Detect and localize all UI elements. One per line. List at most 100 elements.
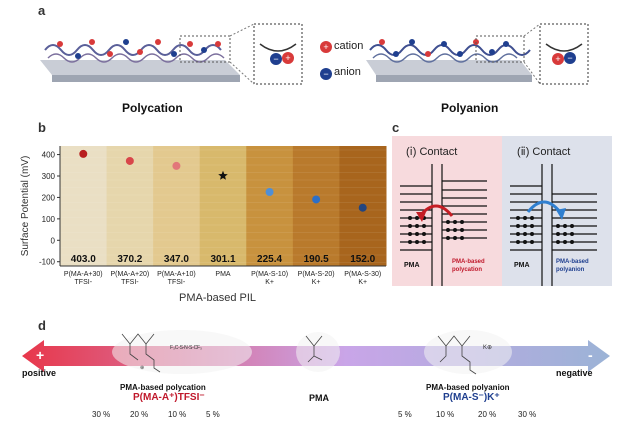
contact-band-diagram	[392, 136, 612, 286]
percent-left-4: 5 %	[206, 410, 220, 419]
chart-value-label-6: 190.5	[304, 254, 329, 265]
svg-text:+: +	[555, 54, 560, 64]
negative-label: negative	[556, 368, 593, 378]
contact-ii-polyanion-label: PMA-based polyanion	[556, 259, 589, 273]
chart-category-label-5: K+	[265, 279, 274, 286]
percent-right-2: 10 %	[436, 410, 455, 419]
polycation-chain-2	[47, 53, 225, 63]
pma-structure-bubble	[296, 332, 340, 372]
chart-category-label-4: PMA	[215, 271, 231, 278]
polyanion-callout-box	[475, 35, 525, 63]
svg-text:−: −	[323, 69, 328, 79]
polyanion-bottom-caption: PMA-based polyanion	[426, 383, 510, 392]
chart-column-6	[292, 146, 340, 266]
chart-y-tick-label: 0	[51, 236, 56, 245]
polycation-ions	[57, 39, 221, 59]
polycation-caption: Polycation	[122, 101, 183, 115]
panel-b-letter: b	[38, 120, 46, 135]
chart-x-axis-label: PMA-based PIL	[179, 292, 257, 304]
polyanion-structure-bubble	[424, 330, 512, 374]
panel-d-letter: d	[38, 318, 46, 333]
legend-cation-label: cation	[334, 40, 364, 52]
percent-left-3: 10 %	[168, 410, 187, 419]
panel-a-illustration: − + + − + −	[40, 23, 589, 85]
contact-ii-title: (ⅱ) Contact	[517, 146, 571, 158]
chart-category-label-1: P(MA-A+30)	[64, 271, 103, 278]
polycation-substrate-edge	[52, 75, 240, 82]
chart-column-2	[106, 146, 154, 266]
chart-y-tick-label: 200	[42, 193, 56, 202]
chart-category-label-6: K+	[312, 279, 321, 286]
chart-column-5	[246, 146, 294, 266]
chart-value-label-3: 347.0	[164, 254, 189, 265]
zoom-cation-icon	[282, 52, 294, 64]
svg-text:+: +	[285, 53, 290, 63]
polyanion-ions	[379, 39, 509, 57]
chart-column-1	[60, 146, 108, 266]
svg-text:−: −	[567, 53, 572, 63]
svg-text:−: −	[273, 54, 278, 64]
chart-point-6	[312, 195, 321, 204]
charge-scale-arrow: + -	[22, 330, 610, 375]
polyanion-caption: Polyanion	[441, 101, 499, 115]
chart-category-label-7: K+	[358, 279, 367, 286]
percent-right-4: 30 %	[518, 410, 537, 419]
legend-cation-icon	[320, 41, 332, 53]
chart-point-5	[265, 187, 274, 196]
chart-column-4	[199, 146, 247, 266]
chart-y-tick-label: 400	[42, 151, 56, 160]
polycation-structure-icon	[121, 333, 161, 373]
chart-category-label-2: TFSI-	[121, 279, 139, 286]
chart-value-label-7: 152.0	[350, 254, 375, 265]
polyanion-structure-icon	[437, 335, 477, 375]
contact-ii-pma-label: PMA	[514, 262, 530, 269]
ammonium-charge: ⊕	[140, 365, 145, 371]
percent-left-1: 30 %	[92, 410, 111, 419]
polycation-callout-box	[179, 35, 231, 63]
chart-y-tick-label: 300	[42, 172, 56, 181]
legend-anion-label: anion	[334, 66, 361, 78]
polycation-chain	[44, 44, 222, 56]
chart-category-label-3: P(MA-A+10)	[157, 271, 196, 278]
chart-point-3	[172, 161, 181, 170]
minus-sign: -	[588, 347, 593, 363]
contact-i-title: (ⅰ) Contact	[406, 146, 458, 158]
chart-y-tick-label: -100	[39, 258, 56, 267]
polycation-bottom-caption: PMA-based polycation	[120, 383, 206, 392]
chart-point-4	[218, 170, 228, 180]
contact-i-pma-label: PMA	[404, 262, 420, 269]
contact-ii-electrons	[516, 216, 574, 244]
chart-value-label-2: 370.2	[117, 254, 142, 265]
chart-category-label-5: P(MA-S-10)	[251, 271, 288, 278]
chart-point-1	[79, 149, 88, 158]
chart-y-axis-label: Surface Potential (mV)	[20, 156, 31, 257]
chart-point-7	[358, 203, 367, 212]
plus-sign: +	[36, 347, 44, 363]
potassium-ion: K⊕	[483, 345, 493, 351]
percent-right-3: 20 %	[478, 410, 497, 419]
zoom-anion-icon	[270, 53, 282, 65]
polycation-formula: P(MA-A⁺)TFSI⁻	[133, 392, 205, 403]
chart-point-2	[125, 156, 134, 165]
pma-structure-icon	[305, 335, 323, 363]
polyanion-zoom-box	[539, 23, 589, 85]
chart-category-label-3: TFSI-	[168, 279, 186, 286]
polycation-substrate	[40, 60, 240, 75]
percent-left-2: 20 %	[130, 410, 149, 419]
pma-bottom-caption: PMA	[309, 393, 329, 403]
legend-anion-icon	[320, 68, 332, 80]
svg-text:+: +	[323, 42, 328, 52]
chart-value-label-5: 225.4	[257, 254, 282, 265]
contact-ii-transfer-arrow	[526, 200, 562, 213]
chart-y-tick-label: 100	[42, 215, 56, 224]
contact-i-polycation-label: PMA-based polycation	[452, 259, 485, 273]
panel-c-letter: c	[392, 120, 400, 135]
polycation-structure-bubble	[112, 330, 252, 374]
chart-category-label-1: TFSI-	[75, 279, 93, 286]
panel-a-letter: a	[38, 3, 46, 18]
polyanion-substrate	[366, 60, 532, 75]
chart-category-label-2: P(MA-A+20)	[110, 271, 149, 278]
chart-value-label-4: 301.1	[210, 254, 235, 265]
percent-right-1: 5 %	[398, 410, 412, 419]
tfsi-formula: F₃C-S-N-S-CF₃	[170, 345, 202, 351]
